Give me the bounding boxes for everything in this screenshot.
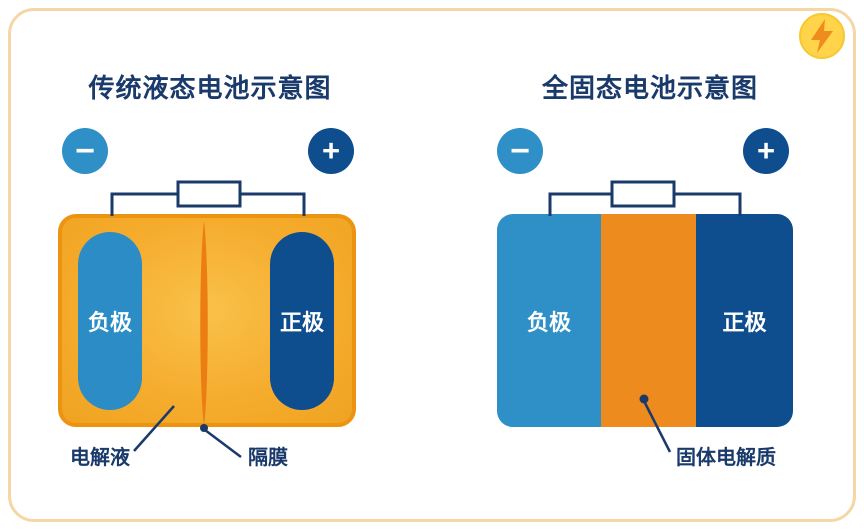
solid-battery-body: 负极 正极 (497, 214, 793, 427)
liquid-cathode-label: 正极 (279, 310, 324, 335)
solid-cathode-label: 正极 (722, 309, 767, 335)
liquid-anode-label: 负极 (87, 310, 132, 335)
left-diagram-title: 传统液态电池示意图 (88, 73, 332, 103)
lightning-badge (797, 11, 847, 61)
negative-terminal-right: − (497, 128, 543, 174)
negative-terminal-left: − (62, 128, 108, 174)
solid-electrolyte-region (601, 214, 696, 427)
solid-cathode-region: 正极 (696, 214, 793, 427)
positive-terminal-left: + (308, 128, 354, 174)
solid-anode-region: 负极 (497, 214, 601, 427)
liquid-cathode-region: 正极 (270, 232, 334, 410)
solid-electrolyte-label: 固体电解质 (676, 447, 776, 469)
solid-anode-label: 负极 (526, 309, 571, 335)
liquid-anode-region: 负极 (78, 232, 142, 410)
separator-label: 隔膜 (248, 447, 288, 469)
right-diagram-title: 全固态电池示意图 (541, 73, 758, 103)
electrolyte-label: 电解液 (70, 447, 130, 469)
positive-terminal-right: + (743, 128, 789, 174)
lightning-icon (799, 13, 845, 59)
